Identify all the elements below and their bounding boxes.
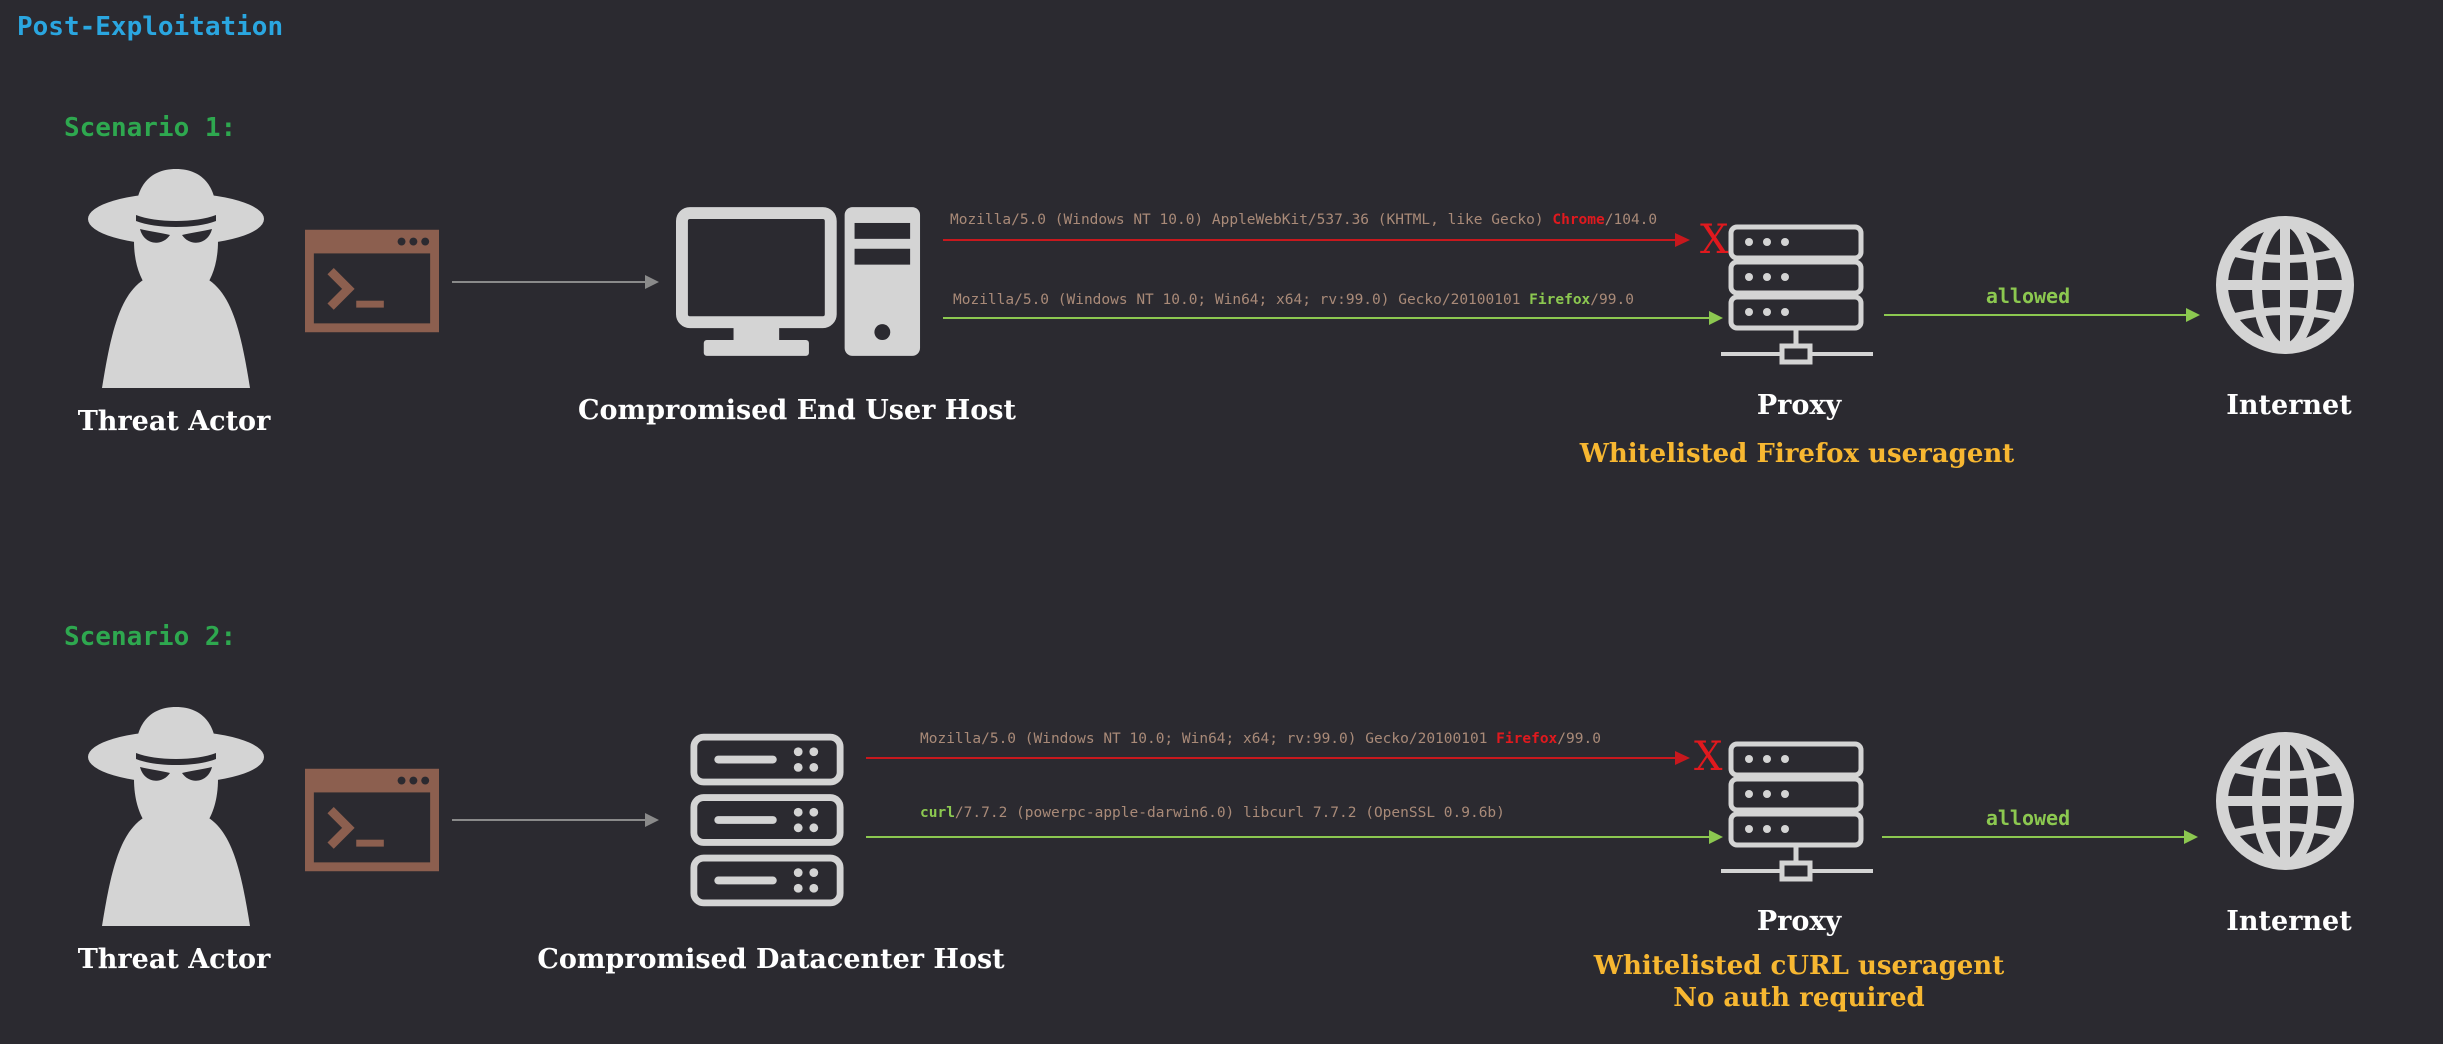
blocked-x-mark: X	[1694, 734, 1723, 780]
blocked-useragent-string: Mozilla/5.0 (Windows NT 10.0) AppleWebKi…	[950, 212, 1658, 228]
arrow-allowed-curl	[866, 830, 1723, 844]
server-stack-icon	[694, 737, 840, 903]
proxy-server-icon	[1721, 744, 1873, 879]
terminal-icon	[305, 230, 439, 332]
proxy-label: Proxy	[1756, 390, 1842, 421]
globe-icon	[2222, 222, 2348, 348]
whitelist-note: Whitelisted Firefox useragent	[1579, 439, 2015, 469]
arrow-proxy-to-internet	[1884, 308, 2200, 322]
blocked-useragent-string: Mozilla/5.0 (Windows NT 10.0; Win64; x64…	[920, 731, 1601, 747]
internet-label: Internet	[2226, 390, 2352, 421]
whitelist-note-line-1: Whitelisted cURL useragent	[1593, 951, 2005, 981]
internet-label: Internet	[2226, 906, 2352, 937]
desktop-computer-icon	[682, 207, 920, 356]
allowed-useragent-string: curl/7.7.2 (powerpc-apple-darwin6.0) lib…	[920, 805, 1505, 821]
whitelist-note-line-2: No auth required	[1673, 983, 1925, 1013]
threat-actor-spy-icon	[88, 707, 264, 926]
arrow-allowed-firefox	[943, 311, 1723, 325]
blocked-x-mark: X	[1700, 217, 1729, 263]
compromised-host-label: Compromised End User Host	[578, 395, 1016, 426]
compromised-host-label: Compromised Datacenter Host	[537, 944, 1005, 975]
threat-actor-label: Threat Actor	[77, 406, 271, 437]
arrow-blocked-firefox	[866, 751, 1690, 765]
arrow-proxy-to-internet	[1882, 830, 2198, 844]
terminal-icon	[305, 769, 439, 871]
proxy-label: Proxy	[1756, 906, 1842, 937]
allowed-label: allowed	[1985, 806, 2071, 830]
scenario-2-heading: Scenario 2:	[64, 622, 237, 652]
scenario-1-heading: Scenario 1:	[64, 113, 237, 143]
allowed-label: allowed	[1985, 284, 2071, 308]
arrow-terminal-to-host	[452, 813, 659, 827]
page-title: Post-Exploitation	[17, 12, 284, 42]
whitelist-note: Whitelisted cURL useragent No auth requi…	[1594, 950, 2004, 1014]
arrow-terminal-to-host	[452, 275, 659, 289]
globe-icon	[2222, 738, 2348, 864]
arrow-blocked-chrome	[943, 233, 1690, 247]
threat-actor-spy-icon	[88, 169, 264, 388]
proxy-server-icon	[1721, 227, 1873, 362]
threat-actor-label: Threat Actor	[77, 944, 271, 975]
allowed-useragent-string: Mozilla/5.0 (Windows NT 10.0; Win64; x64…	[953, 292, 1634, 308]
